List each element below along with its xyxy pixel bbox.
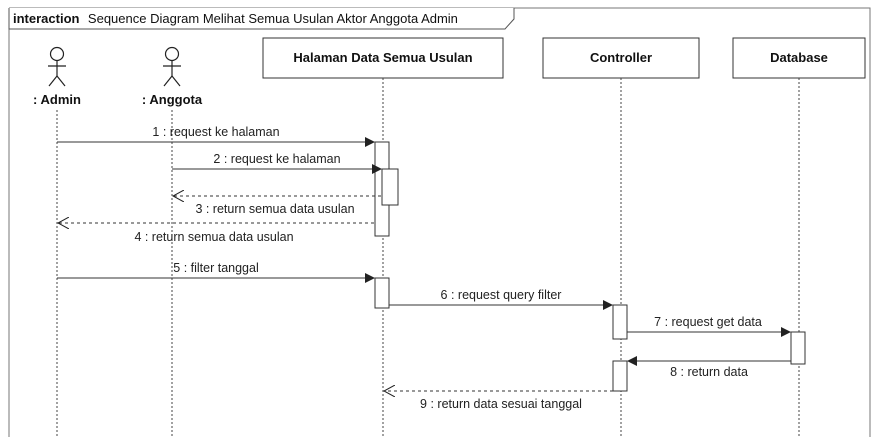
actor-icon [48,46,66,87]
actor-name: : Anggota [142,92,203,107]
message-9: 9 : return data sesuai tanggal [384,391,613,411]
object-name: Database [770,50,828,65]
message-7: 7 : request get data [627,315,791,337]
activation-halaman-3 [374,277,390,309]
message-label: 6 : request query filter [441,288,562,302]
object-database: Database [732,37,866,79]
activation-database-1 [790,331,806,365]
message-8: 8 : return data [627,356,791,379]
lifelines [56,78,800,437]
message-5: 5 : filter tanggal [57,261,375,283]
interaction-frame: interaction Sequence Diagram Melihat Sem… [8,7,871,437]
message-2: 2 : request ke halaman [172,152,382,174]
message-label: 1 : request ke halaman [152,125,279,139]
object-box [542,37,700,79]
activation-halaman-2 [381,168,399,206]
message-label: 2 : request ke halaman [213,152,340,166]
message-label: 4 : return semua data usulan [134,230,293,244]
message-4: 4 : return semua data usulan [58,223,374,244]
message-label: 7 : request get data [654,315,762,329]
object-box [732,37,866,79]
frame-keyword: interaction [13,11,80,26]
message-label: 5 : filter tanggal [173,261,258,275]
message-6: 6 : request query filter [389,288,613,310]
object-box [262,37,504,79]
message-label: 8 : return data [670,365,748,379]
frame-tab [8,8,515,30]
object-halaman: Halaman Data Semua Usulan [262,37,504,79]
message-3: 3 : return semua data usulan [173,196,381,216]
actor-anggota: : Anggota [142,46,203,107]
actor-icon [163,46,181,87]
object-name: Controller [590,50,652,65]
object-controller: Controller [542,37,700,79]
frame-title: Sequence Diagram Melihat Semua Usulan Ak… [88,11,458,26]
message-label: 3 : return semua data usulan [195,202,354,216]
svg-text:interaction Sequence Dia: interaction Sequence Diagram Melihat Sem… [13,10,458,27]
actor-admin: : Admin [33,46,81,107]
activation-controller-2 [612,360,628,392]
activation-controller-1 [612,304,628,340]
actor-name: : Admin [33,92,81,107]
activations [374,141,806,392]
object-name: Halaman Data Semua Usulan [293,50,472,65]
message-label: 9 : return data sesuai tanggal [420,397,582,411]
message-1: 1 : request ke halaman [57,125,375,147]
